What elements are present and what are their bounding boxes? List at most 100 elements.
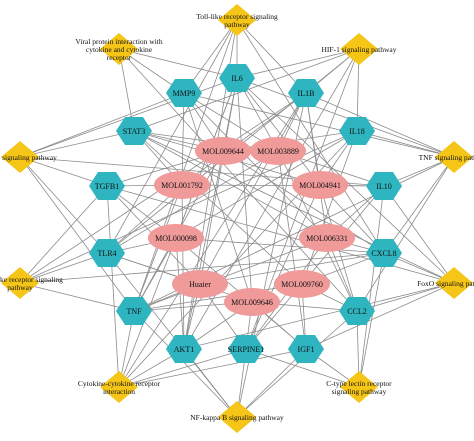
node-label: IL6: [231, 74, 243, 83]
node-label-line: IL18: [349, 127, 365, 136]
edge-compound-target: [301, 130, 358, 285]
node-label: Huaier: [189, 280, 211, 289]
compound-node[interactable]: Huaier: [172, 270, 228, 298]
pathway-node[interactable]: NF-kappa B signaling pathway: [190, 401, 284, 433]
node-label-line: MOL004941: [299, 181, 341, 190]
ellipse-shape: [154, 171, 210, 199]
edge-target-pathway: [183, 92, 455, 158]
ellipse-shape: [299, 224, 355, 252]
node-label: MOL009760: [281, 280, 323, 289]
edge-compound-target: [133, 283, 303, 312]
target-node[interactable]: CXCL8: [366, 239, 402, 267]
edge-target-pathway: [236, 348, 307, 418]
target-node[interactable]: IL6: [219, 64, 255, 92]
diamond-shape: [1, 267, 39, 299]
compound-node[interactable]: MOL009646: [224, 288, 280, 316]
target-node[interactable]: IL18: [339, 117, 375, 145]
node-label: MOL003889: [257, 147, 299, 156]
edge-target-pathway: [19, 92, 185, 158]
node-label: SERPINE1: [228, 345, 264, 354]
target-node[interactable]: MMP9: [166, 79, 202, 107]
node-label-line: CCL2: [347, 307, 367, 316]
hexagon-shape: [339, 297, 375, 325]
node-label-line: Viral protein interaction with: [75, 37, 162, 46]
hexagon-shape: [366, 239, 402, 267]
edge-compound-target: [106, 150, 279, 254]
target-node[interactable]: TNF: [116, 297, 152, 325]
edge-compound-target: [199, 252, 385, 285]
hexagon-shape: [288, 335, 324, 363]
edge-target-pathway: [106, 19, 238, 254]
edge-compound-target: [183, 92, 253, 303]
node-label: TNF: [126, 307, 142, 316]
compound-node[interactable]: MOL003889: [250, 137, 306, 165]
diamond-shape: [100, 33, 138, 65]
ellipse-shape: [224, 288, 280, 316]
hexagon-shape: [89, 239, 125, 267]
edge-target-pathway: [118, 48, 358, 312]
node-label-line: AKT1: [174, 345, 194, 354]
node-label-line: TGFB1: [95, 182, 119, 191]
hexagon-shape: [166, 79, 202, 107]
target-node[interactable]: IL10: [366, 172, 402, 200]
edge-compound-target: [175, 237, 385, 254]
node-label: CCL2: [347, 307, 367, 316]
edge-target-pathway: [118, 348, 247, 388]
target-node[interactable]: TGFB1: [89, 172, 125, 200]
target-node[interactable]: TLR4: [89, 239, 125, 267]
edge-target-pathway: [356, 156, 455, 312]
edge-target-pathway: [356, 282, 455, 312]
compound-node[interactable]: MOL001792: [154, 171, 210, 199]
target-node[interactable]: IL1B: [288, 79, 324, 107]
edge-target-pathway: [236, 19, 307, 94]
pathway-node[interactable]: HIF-1 signaling pathway: [322, 33, 397, 65]
node-label-line: Toll-like receptor signaling: [196, 12, 278, 21]
node-label-line: IL10: [376, 182, 392, 191]
target-node[interactable]: STAT3: [116, 117, 152, 145]
node-label-line: MOL009760: [281, 280, 323, 289]
compound-node[interactable]: MOL004941: [292, 171, 348, 199]
edge-compound-target: [183, 92, 328, 239]
target-node[interactable]: AKT1: [166, 335, 202, 363]
pathway-node[interactable]: TNF signaling pathway: [419, 141, 474, 173]
edge-compound-target: [183, 150, 224, 350]
node-label: TLR4: [97, 249, 116, 258]
hexagon-shape: [116, 297, 152, 325]
target-node[interactable]: CCL2: [339, 297, 375, 325]
compound-node[interactable]: MOL006331: [299, 224, 355, 252]
node-label: MOL001792: [161, 181, 203, 190]
target-node[interactable]: SERPINE1: [228, 335, 264, 363]
compound-node[interactable]: MOL009644: [195, 137, 251, 165]
edge-compound-target: [199, 92, 307, 285]
ellipse-shape: [250, 137, 306, 165]
edge-target-pathway: [305, 92, 455, 158]
pathway-node[interactable]: IL-17 signaling pathway: [0, 141, 57, 173]
edge-target-pathway: [19, 156, 135, 312]
edge-compound-target: [305, 92, 328, 239]
compound-node[interactable]: MOL000098: [148, 224, 204, 252]
edge-target-pathway: [236, 77, 455, 158]
node-label: CXCL8: [371, 249, 396, 258]
node-label-line: MOL009644: [202, 147, 244, 156]
diamond-shape: [100, 371, 138, 403]
edge-target-pathway: [183, 48, 360, 350]
node-label-line: TNF: [126, 307, 142, 316]
pathway-node[interactable]: FoxO signaling pathway: [417, 267, 474, 299]
node-label: AKT1: [174, 345, 194, 354]
target-node[interactable]: IGF1: [288, 335, 324, 363]
node-label-line: HIF-1 signaling pathway: [322, 45, 397, 54]
compound-node[interactable]: MOL009760: [274, 270, 330, 298]
node-label: TGFB1: [95, 182, 119, 191]
node-label-line: NF-kappa B signaling pathway: [190, 413, 284, 422]
edge-target-pathway: [19, 252, 385, 284]
node-label-line: CXCL8: [371, 249, 396, 258]
